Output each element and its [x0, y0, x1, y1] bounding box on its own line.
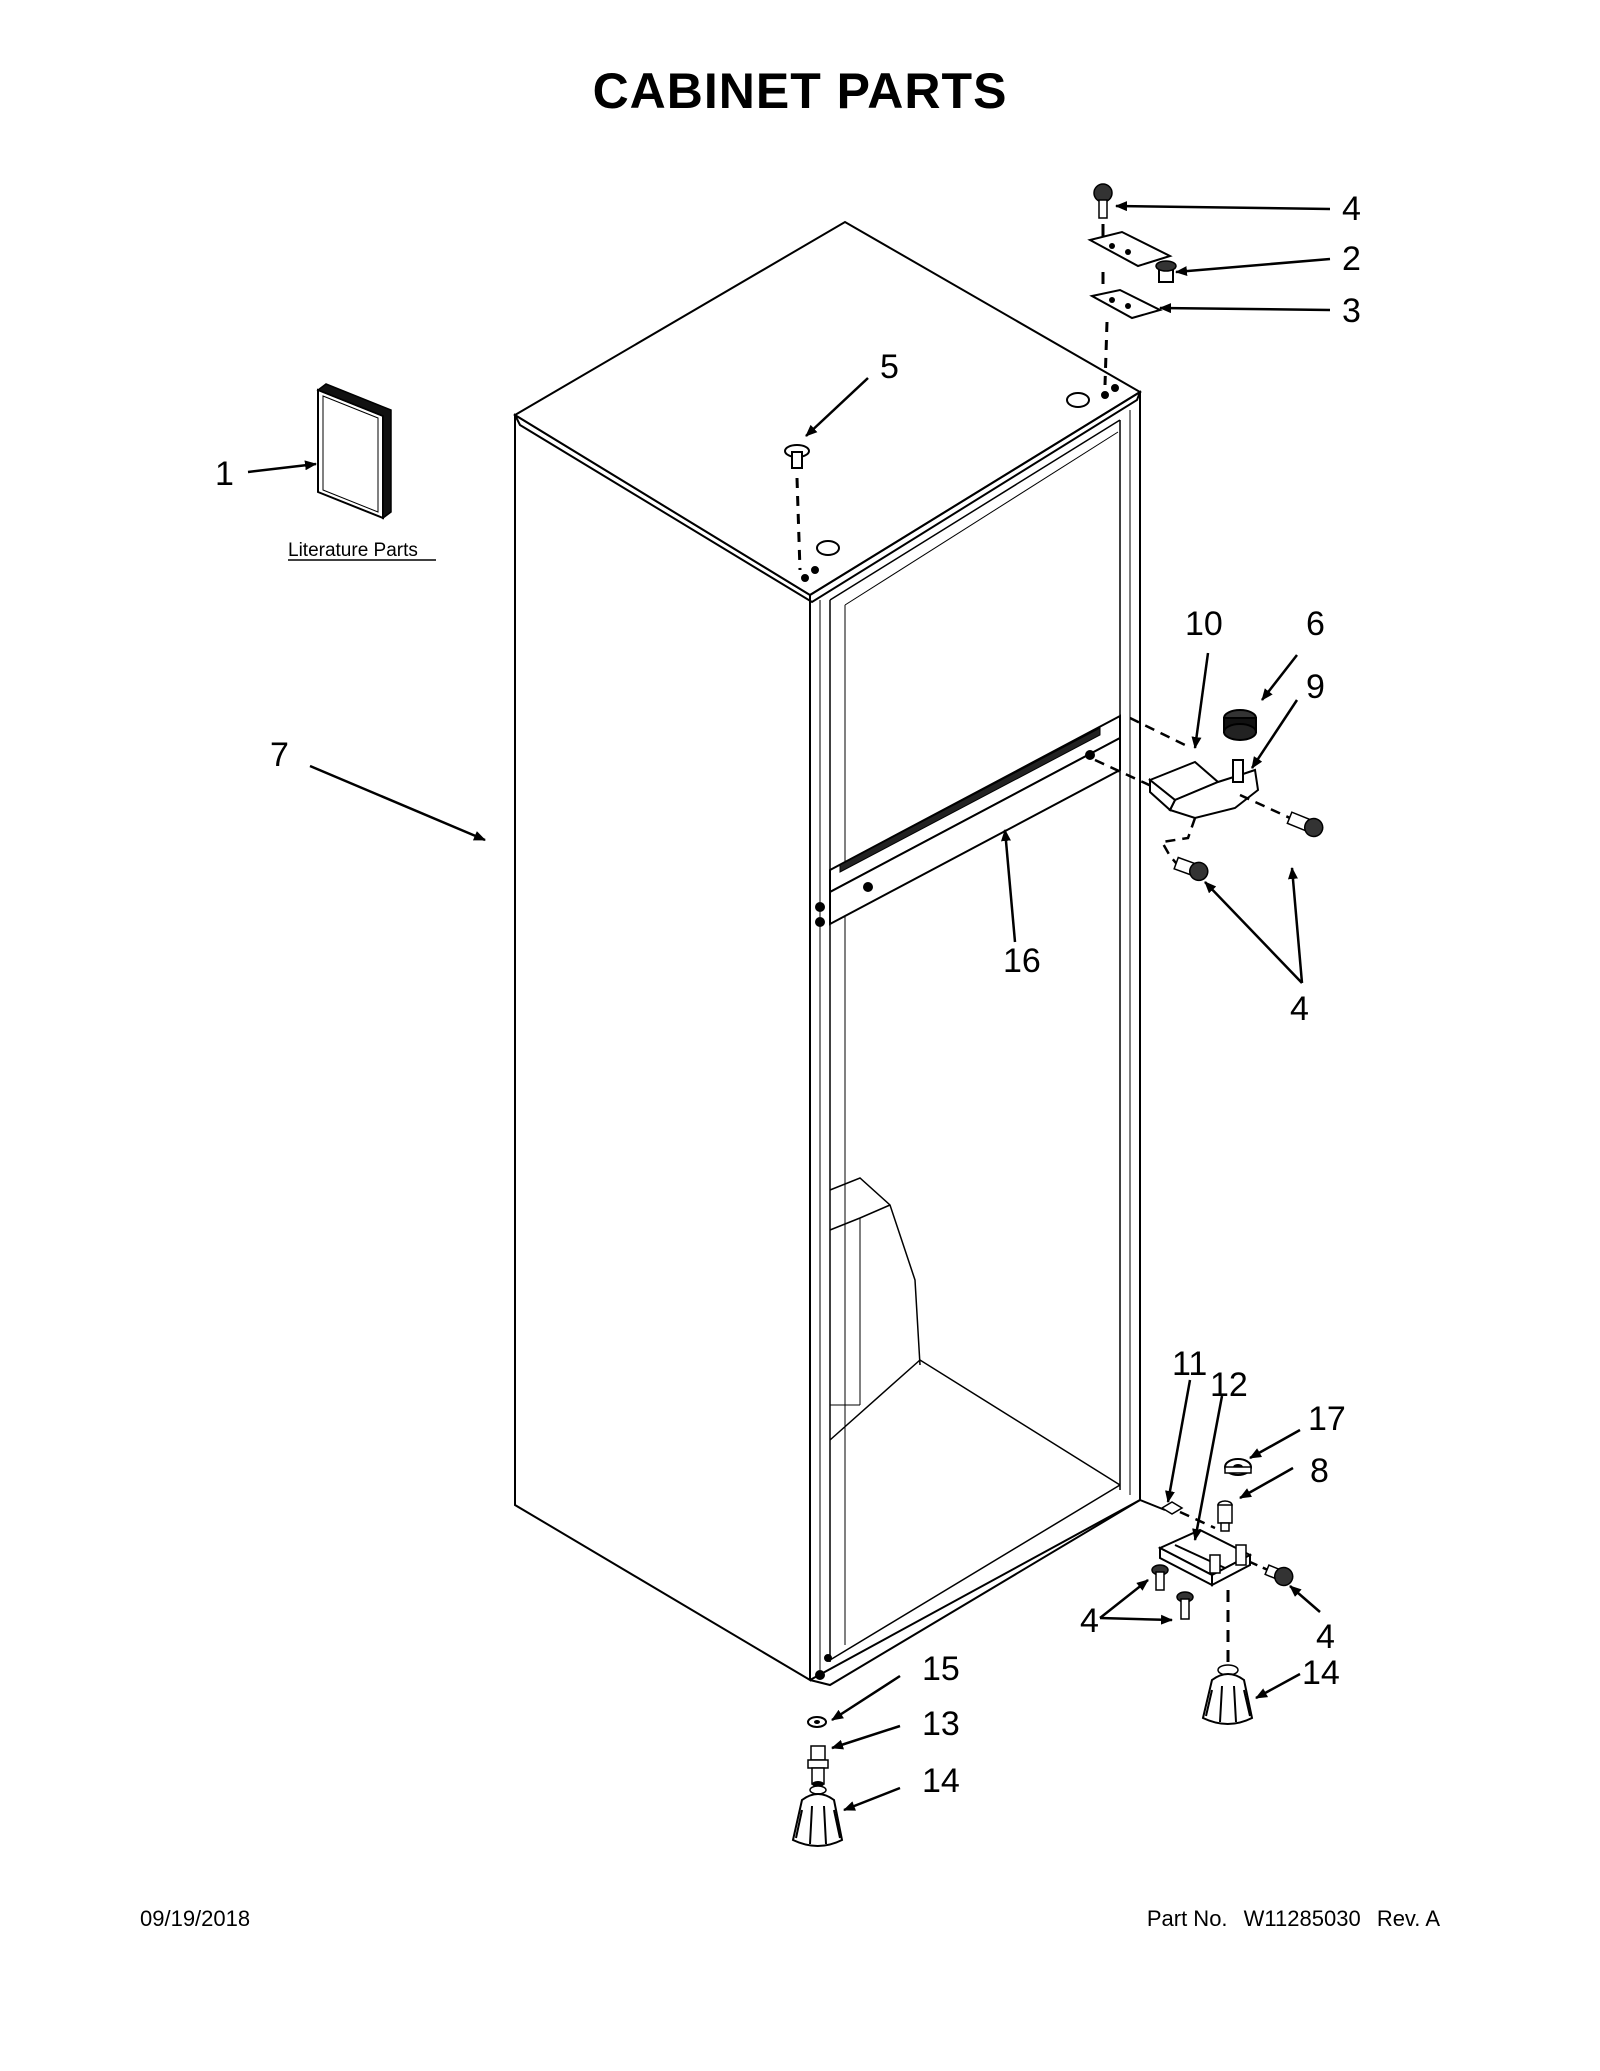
footer-part-label: Part No. [1146, 1906, 1228, 1931]
bottom-hinge-assembly [1139, 1458, 1294, 1725]
callout-17: 17 [1308, 1400, 1346, 1438]
footer-date: 09/19/2018 [140, 1906, 251, 1931]
footer-part-number: W11285030 [1243, 1906, 1361, 1931]
leader-arrows [247, 201, 1331, 1812]
callout-2: 2 [1342, 240, 1361, 278]
callout-4-top: 4 [1342, 190, 1361, 228]
callout-14-left: 14 [922, 1762, 960, 1800]
literature-booklet [316, 383, 392, 520]
callout-3: 3 [1342, 292, 1361, 330]
center-hinge-assembly [1094, 709, 1324, 882]
page-title: CABINET PARTS [592, 63, 1008, 119]
callout-14-right: 14 [1302, 1654, 1340, 1692]
leveling-foot-left [791, 1785, 844, 1847]
callout-10: 10 [1185, 605, 1223, 643]
callout-11: 11 [1172, 1345, 1207, 1383]
callout-7: 7 [270, 736, 289, 774]
callout-4-bottom-left: 4 [1080, 1602, 1099, 1640]
callout-13: 13 [922, 1705, 960, 1743]
callout-1: 1 [215, 455, 234, 493]
footer-part-info: Part No. W11285030 Rev. A [1137, 1906, 1440, 1932]
callout-4-mid: 4 [1290, 990, 1309, 1028]
callout-8: 8 [1310, 1452, 1329, 1490]
callout-9: 9 [1306, 668, 1325, 706]
footer-revision: Rev. A [1376, 1906, 1440, 1931]
hole-plug [784, 444, 810, 571]
callout-5: 5 [880, 348, 899, 386]
callout-12: 12 [1210, 1366, 1248, 1404]
callout-6: 6 [1306, 605, 1325, 643]
literature-parts-label: Literature Parts [288, 540, 418, 561]
top-hinge-assembly [1087, 183, 1177, 386]
callout-15: 15 [922, 1650, 960, 1688]
callout-16: 16 [1003, 942, 1041, 980]
refrigerator-cabinet [513, 220, 1142, 1687]
callout-4-bottom-right: 4 [1316, 1618, 1335, 1656]
leveling-foot-right [1201, 1664, 1254, 1725]
bottom-left-foot-assembly [791, 1716, 844, 1847]
